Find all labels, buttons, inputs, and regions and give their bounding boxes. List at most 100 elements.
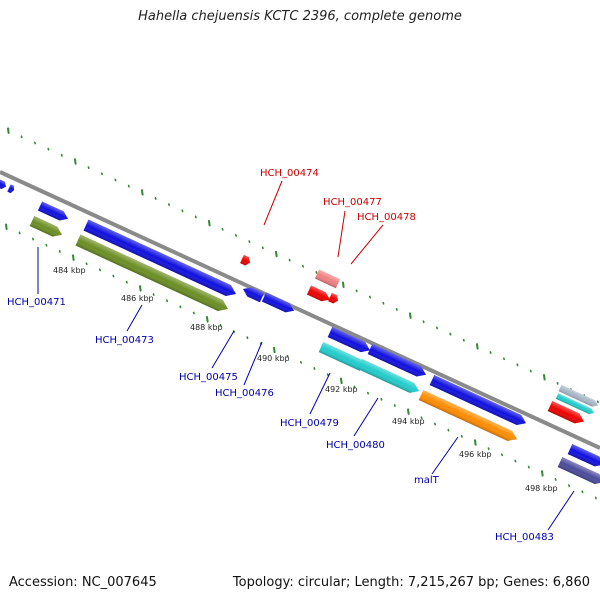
gene-arrow[interactable] xyxy=(37,201,70,223)
inner-tick xyxy=(139,285,142,292)
gene-bar[interactable] xyxy=(555,393,596,415)
outer-tick xyxy=(409,312,412,319)
gene-arrow-hch-00474[interactable] xyxy=(240,254,252,267)
kbp-label-488: 488 kbp xyxy=(190,323,223,332)
gene-arrow-shading xyxy=(243,287,265,303)
gene-arrow[interactable] xyxy=(241,284,265,303)
outer-tick xyxy=(543,373,546,381)
label-hch-00475[interactable]: HCH_00475 xyxy=(179,372,238,383)
gene-bar-hch-00483-shading xyxy=(557,457,600,485)
leader-hch-00476 xyxy=(243,341,263,386)
outer-tick xyxy=(342,281,345,289)
gene-bar-shading xyxy=(558,384,599,407)
gene-arrow[interactable] xyxy=(547,401,587,427)
leader-hch-00473 xyxy=(126,304,143,332)
gene-arrow[interactable] xyxy=(367,344,429,380)
kbp-label-486: 486 kbp xyxy=(121,294,154,303)
gene-arrow-shading xyxy=(83,219,236,296)
outer-tick xyxy=(208,219,211,227)
gene-arrow[interactable] xyxy=(83,219,238,300)
gene-labels: HCH_00471 HCH_00473 HCH_00474 HCH_00475 … xyxy=(7,168,554,543)
gene-arrow-shading xyxy=(327,327,370,353)
inner-tick xyxy=(541,470,544,477)
kbp-label-484: 484 kbp xyxy=(53,266,86,275)
gene-bar-malT-shading xyxy=(418,390,517,441)
gene-arrow[interactable] xyxy=(7,184,15,194)
leader-malT xyxy=(431,436,459,475)
gene-arrow-hch-00477-shading xyxy=(306,285,330,302)
outer-tick xyxy=(7,127,10,134)
topology-text: Topology: circular; Length: 7,215,267 bp… xyxy=(232,575,590,590)
gene-bar-hch-00480-shading xyxy=(357,359,419,393)
leader-hch-00479 xyxy=(309,372,331,415)
gene-arrow[interactable] xyxy=(567,444,600,470)
inner-tick xyxy=(273,346,276,354)
kbp-label-490: 490 kbp xyxy=(257,354,290,363)
gene-arrow-shading xyxy=(367,344,426,377)
leader-hch-00477 xyxy=(337,210,346,258)
gene-bar-hch-00483[interactable] xyxy=(557,457,600,487)
gene-arrow-shading xyxy=(567,444,600,467)
label-hch-00477[interactable]: HCH_00477 xyxy=(323,197,382,208)
gene-bar-hch-00471-shading xyxy=(29,216,63,237)
gene-bar-hch-00477-shading xyxy=(314,269,341,289)
gene-arrow-hch-00478-shading xyxy=(328,292,339,304)
gene-arrow-hch-00474-shading xyxy=(240,254,251,266)
label-hch-00473[interactable]: HCH_00473 xyxy=(95,335,154,346)
leader-hch-00474 xyxy=(263,180,283,226)
leader-hch-00480 xyxy=(353,397,379,437)
label-hch-00474[interactable]: HCH_00474 xyxy=(260,168,319,179)
gene-arrow-shading xyxy=(547,401,585,424)
inner-tick xyxy=(5,223,8,231)
label-hch-00471[interactable]: HCH_00471 xyxy=(7,297,66,308)
inner-tick xyxy=(474,439,477,446)
gene-arrow-shading xyxy=(429,375,526,426)
kbp-label-496: 496 kbp xyxy=(459,450,492,459)
gene-bar-hch-00479[interactable] xyxy=(318,342,365,371)
label-leader-lines xyxy=(37,180,575,531)
genome-backbone xyxy=(0,170,600,450)
kbp-scale-labels: 484 kbp 486 kbp 488 kbp 490 kbp 492 kbp … xyxy=(53,266,558,493)
leader-hch-00478 xyxy=(350,224,384,265)
outer-tick xyxy=(141,189,144,196)
label-hch-00483[interactable]: HCH_00483 xyxy=(495,532,554,543)
outer-tick xyxy=(476,343,479,350)
gene-bar-hch-00480[interactable] xyxy=(357,359,422,396)
gene-arrow[interactable] xyxy=(0,179,8,190)
inner-tick-track xyxy=(5,223,597,500)
leader-hch-00475 xyxy=(211,330,235,369)
kbp-label-498: 498 kbp xyxy=(525,484,558,493)
map-title: Hahella chejuensis KCTC 2396, complete g… xyxy=(138,9,462,24)
label-hch-00478[interactable]: HCH_00478 xyxy=(357,212,416,223)
gene-arrow-shading xyxy=(261,292,295,313)
outer-tick xyxy=(275,250,278,258)
gene-arrow-hch-00477[interactable] xyxy=(306,285,332,304)
gene-bar-hch-00473[interactable] xyxy=(75,234,230,315)
gene-arrow-shading xyxy=(0,179,7,190)
gene-bar-malT[interactable] xyxy=(418,390,520,444)
inner-tick xyxy=(72,254,75,261)
gene-bar-shading xyxy=(555,393,594,414)
kbp-label-494: 494 kbp xyxy=(392,417,425,426)
gene-arrow-hch-00478[interactable] xyxy=(328,292,340,305)
label-hch-00480[interactable]: HCH_00480 xyxy=(326,440,385,451)
leader-hch-00483 xyxy=(547,490,575,531)
gene-arrow-shading xyxy=(7,184,15,194)
gene-bar-hch-00479-shading xyxy=(318,342,365,371)
accession-text: Accession: NC_007645 xyxy=(9,575,157,590)
inner-tick xyxy=(206,315,209,323)
label-hch-00476[interactable]: HCH_00476 xyxy=(215,388,274,399)
inner-tick xyxy=(340,377,343,385)
inner-tick xyxy=(407,408,410,415)
gene-arrow[interactable] xyxy=(429,375,529,428)
gene-bar[interactable] xyxy=(558,384,600,409)
label-hch-00479[interactable]: HCH_00479 xyxy=(280,418,339,429)
gene-arrow[interactable] xyxy=(327,327,373,355)
kbp-label-492: 492 kbp xyxy=(325,385,358,394)
gene-arrow[interactable] xyxy=(261,292,296,315)
gene-bar-hch-00477[interactable] xyxy=(314,269,341,289)
gene-features xyxy=(0,179,600,487)
label-malT[interactable]: malT xyxy=(414,475,440,486)
gene-bar-hch-00471[interactable] xyxy=(29,216,65,240)
